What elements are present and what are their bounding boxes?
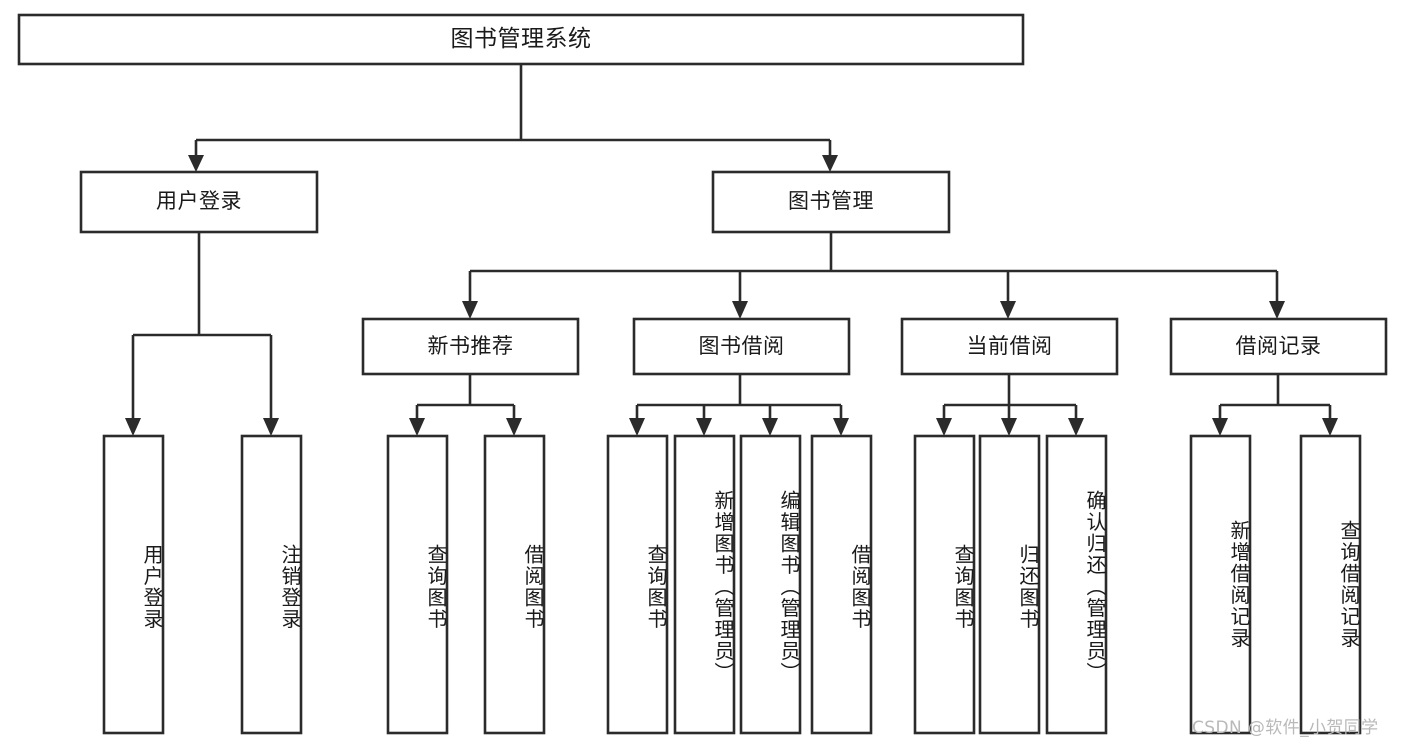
arrow-head-current-borrow	[1000, 301, 1016, 319]
connector-book-borrow-to-leaves	[635, 374, 843, 420]
arrow-head-new-book-recommend	[462, 301, 478, 319]
node-box-leaf-edit-book[interactable]	[739, 434, 802, 735]
arrow-head-leaf-logout	[263, 418, 279, 436]
arrow-head-user-login	[188, 155, 204, 172]
node-box-leaf-add-record[interactable]	[1189, 434, 1252, 735]
node-box-leaf-add-book[interactable]	[673, 434, 736, 735]
arrow-head-leaf-add-book	[696, 418, 712, 436]
node-box-leaf-borrow-book-1[interactable]	[483, 434, 546, 735]
arrow-head-leaf-borrow-book-1	[506, 418, 522, 436]
node-box-new-book-recommend[interactable]	[361, 317, 580, 376]
connector-book-manage-to-level3	[468, 232, 1279, 303]
arrow-head-leaf-query-book-3	[936, 418, 952, 436]
node-box-leaf-logout[interactable]	[240, 434, 303, 735]
arrow-head-book-borrow	[732, 301, 748, 319]
connector-borrow-record-to-leaves	[1218, 374, 1332, 420]
node-box-user-login[interactable]	[79, 170, 319, 234]
node-box-leaf-query-book-1[interactable]	[386, 434, 449, 735]
arrow-head-leaf-user-login	[125, 418, 141, 436]
node-box-book-manage[interactable]	[711, 170, 951, 234]
arrow-head-leaf-borrow-book-2	[833, 418, 849, 436]
arrow-head-leaf-add-record	[1212, 418, 1228, 436]
arrow-head-leaf-query-record	[1322, 418, 1338, 436]
node-box-book-borrow[interactable]	[632, 317, 851, 376]
watermark-label: CSDN @软件_小贺同学	[1192, 718, 1379, 738]
node-box-leaf-query-record[interactable]	[1299, 434, 1362, 735]
node-box-borrow-record[interactable]	[1169, 317, 1388, 376]
node-box-leaf-query-book-2[interactable]	[606, 434, 669, 735]
arrow-head-leaf-return-book	[1001, 418, 1017, 436]
connector-current-borrow-to-leaves	[942, 374, 1078, 420]
node-box-leaf-return-book[interactable]	[978, 434, 1041, 735]
node-box-root[interactable]	[17, 13, 1025, 66]
arrow-head-leaf-confirm-return	[1068, 418, 1084, 436]
connector-new-book-recommend-to-leaves	[415, 374, 516, 420]
node-box-leaf-user-login[interactable]	[102, 434, 165, 735]
arrow-head-leaf-query-book-1	[409, 418, 425, 436]
arrow-head-borrow-record	[1269, 301, 1285, 319]
node-box-leaf-borrow-book-2[interactable]	[810, 434, 873, 735]
arrow-head-leaf-edit-book	[762, 418, 778, 436]
connector-user-login-to-leaves	[131, 232, 273, 420]
arrow-head-leaf-query-book-2	[629, 418, 645, 436]
node-box-leaf-confirm-return[interactable]	[1045, 434, 1108, 735]
node-box-leaf-query-book-3[interactable]	[913, 434, 976, 735]
node-box-current-borrow[interactable]	[900, 317, 1119, 376]
arrow-head-book-manage	[822, 155, 838, 172]
connector-root-to-level2	[194, 64, 832, 157]
